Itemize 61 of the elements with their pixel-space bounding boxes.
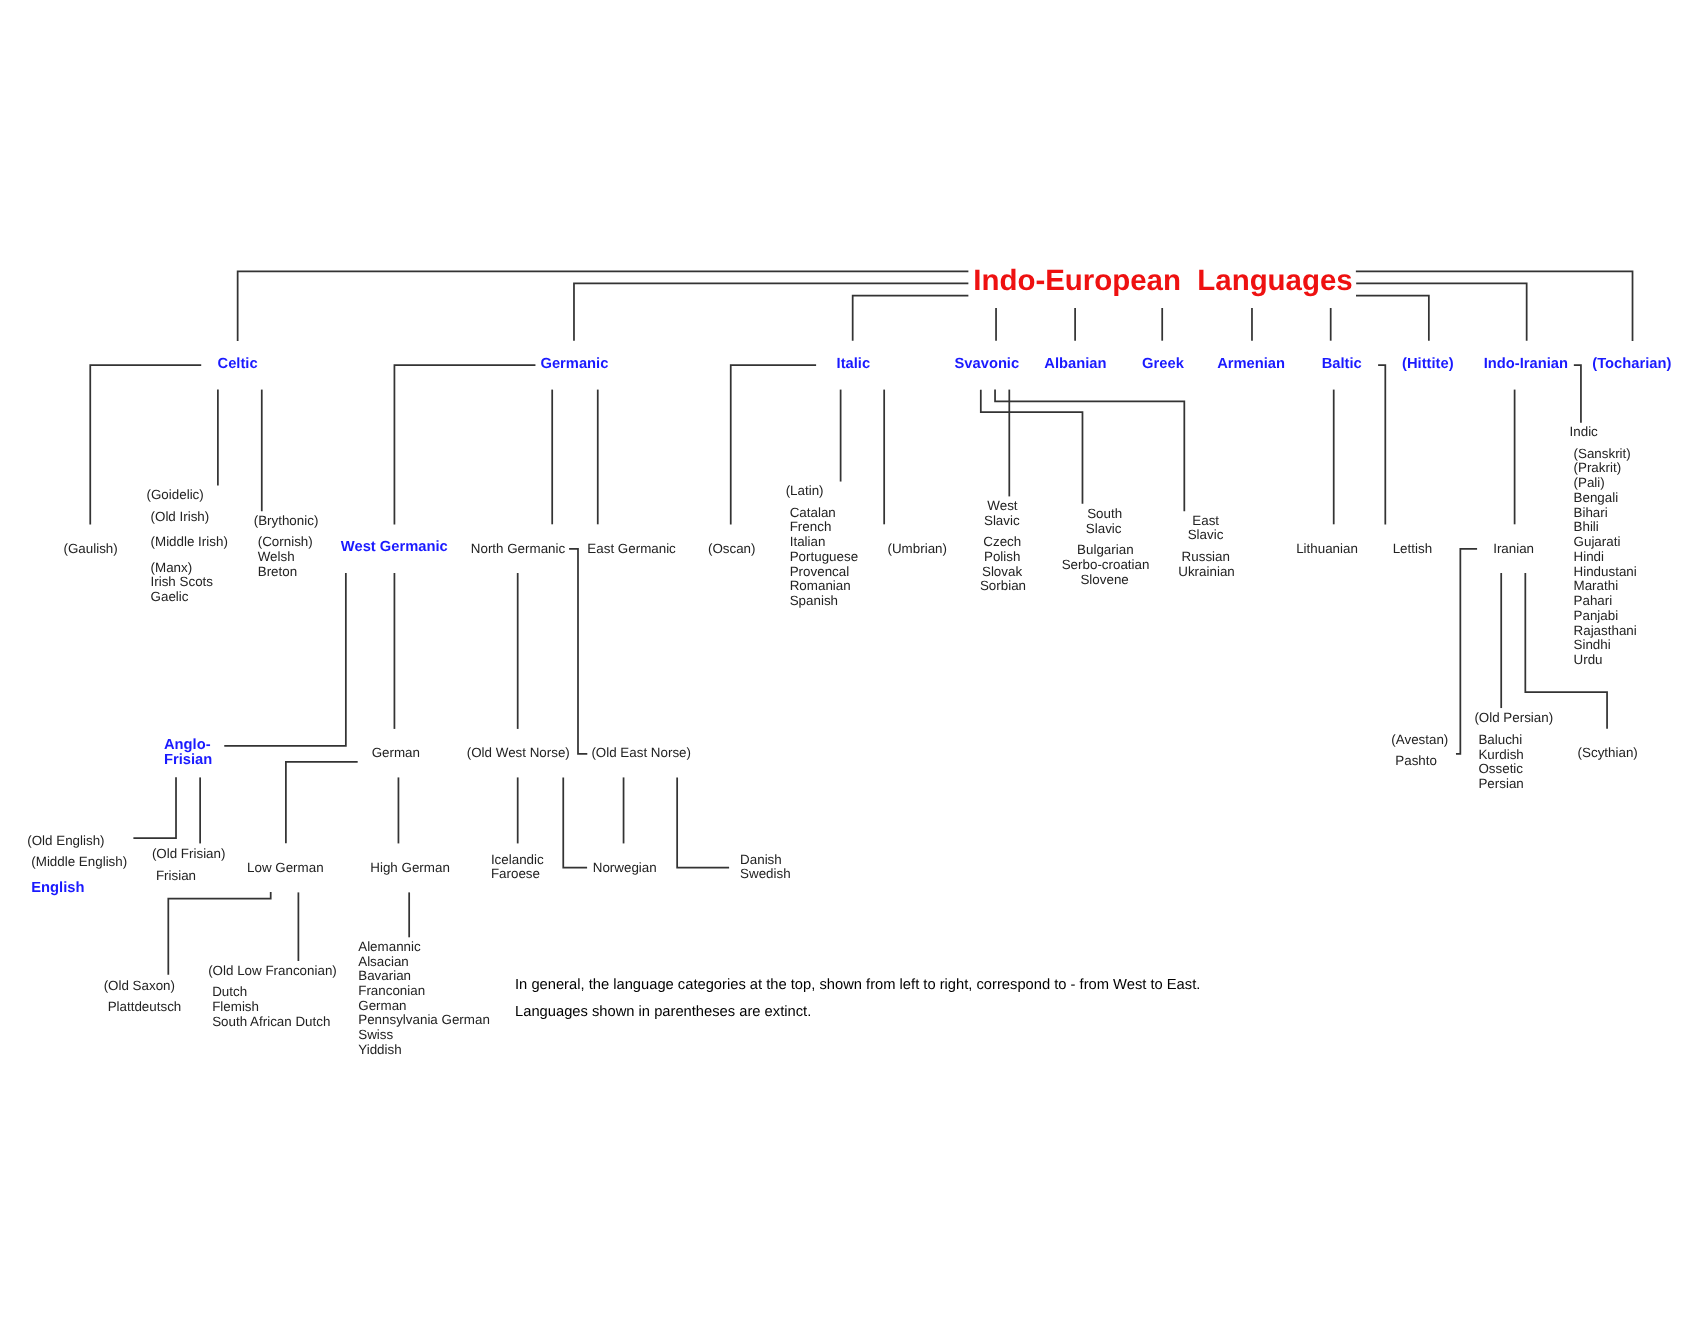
connector xyxy=(516,571,519,729)
node-text: Germanic xyxy=(540,352,609,371)
connector xyxy=(622,775,625,844)
connector xyxy=(995,306,997,341)
connector xyxy=(562,775,588,868)
connector xyxy=(851,293,970,341)
node-text: Indo-Iranian xyxy=(1483,352,1569,371)
connector xyxy=(1500,571,1503,708)
label: In general, the language categories at the top, shown from left to right, correspond to - from West to East. xyxy=(515,974,1201,993)
node-text: Baltic xyxy=(1321,352,1362,371)
connector xyxy=(568,546,589,754)
connector xyxy=(236,269,970,341)
connector xyxy=(408,890,411,938)
connector xyxy=(1355,293,1430,341)
connector xyxy=(1161,306,1164,341)
connector xyxy=(551,387,554,525)
connector xyxy=(1355,269,1634,341)
connector xyxy=(285,759,359,843)
node-text: Celtic xyxy=(217,352,258,371)
connector xyxy=(596,387,599,525)
connector xyxy=(516,775,519,844)
connector xyxy=(839,387,842,482)
connector xyxy=(1251,306,1253,341)
connector xyxy=(393,363,537,525)
connector xyxy=(729,363,817,525)
connector xyxy=(397,775,400,844)
connector xyxy=(217,387,219,486)
connector xyxy=(393,571,396,729)
connector xyxy=(167,890,272,975)
connector xyxy=(1074,306,1076,341)
connector xyxy=(1355,281,1528,341)
connector xyxy=(676,775,730,868)
connector xyxy=(1329,306,1332,341)
node-text: Greek xyxy=(1142,352,1184,371)
connector xyxy=(1455,546,1478,754)
connector xyxy=(1377,363,1387,525)
label: Languages shown in parentheses are extinct. xyxy=(515,1001,812,1020)
connector xyxy=(223,571,347,746)
node-text: West Germanic xyxy=(340,536,448,555)
connector xyxy=(132,775,177,839)
connector xyxy=(1573,363,1582,423)
node-text: Armenian xyxy=(1217,352,1286,371)
connector xyxy=(994,387,1186,512)
connector xyxy=(199,775,201,844)
connector xyxy=(979,387,1084,504)
connector xyxy=(1513,387,1516,525)
connector xyxy=(89,363,203,525)
connector xyxy=(573,281,970,341)
connector xyxy=(260,387,263,512)
node-text: Svavonic xyxy=(954,352,1020,371)
connector xyxy=(1332,387,1335,525)
node-text: (Tocharian) xyxy=(1592,352,1672,371)
connector xyxy=(1524,571,1608,729)
node-text: Indo-European Languages xyxy=(973,264,1353,297)
connector xyxy=(1008,387,1011,497)
node-text: Italic xyxy=(836,352,871,371)
connector xyxy=(883,387,886,525)
node-text: (Hittite) xyxy=(1402,352,1454,371)
connector xyxy=(297,890,300,961)
node-text: Anglo- Frisian xyxy=(163,733,213,767)
node-text: Albanian xyxy=(1044,352,1107,371)
